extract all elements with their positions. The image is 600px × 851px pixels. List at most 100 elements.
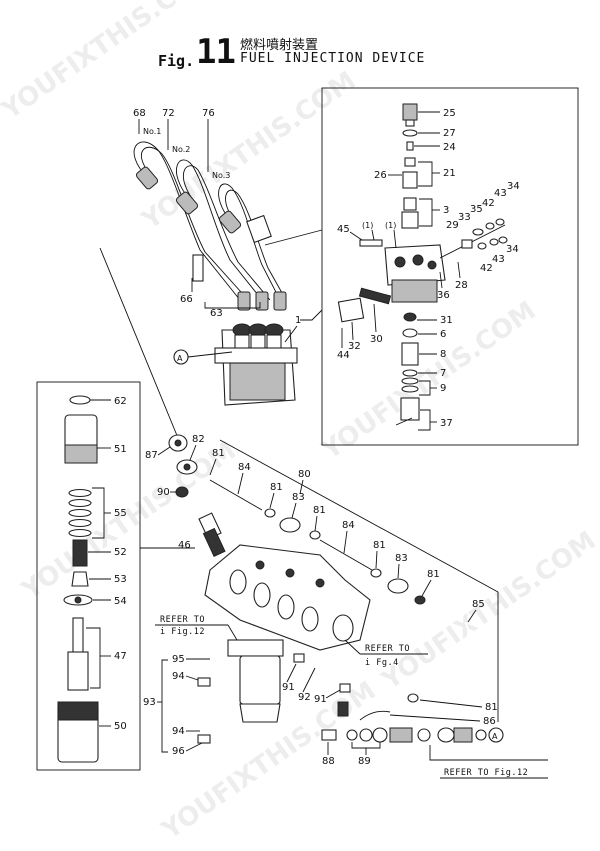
part-label-24: 24 [443,142,456,153]
part-label-1-paren-b: (1) [385,221,396,230]
part-label-43-upper: 43 [494,188,507,199]
part-label-37: 37 [440,418,453,429]
fitting-reference-a-marker [488,727,504,743]
part-label-91-b: 91 [314,694,327,705]
part-label-29: 29 [446,220,459,231]
part-label-86: 86 [483,716,496,727]
cylinder-head [204,544,371,651]
part-label-81-d: 81 [373,540,386,551]
part-label-81-e: 81 [427,569,440,580]
part-label-94-lower: 94 [172,726,185,737]
part-label-6: 6 [440,329,446,340]
part-label-87: 87 [145,450,158,461]
reference-letter-a-lower: A [492,732,498,741]
part-label-32: 32 [348,341,361,352]
part-label-92: 92 [298,692,311,703]
part-label-35: 35 [470,204,483,215]
part-label-50: 50 [114,721,127,732]
part-label-81-f: 81 [485,702,498,713]
figure-title-japanese: 燃料噴射装置 [240,38,319,53]
part-label-34-lower: 34 [506,244,519,255]
part-label-81-b: 81 [270,482,283,493]
part-label-76: 76 [202,108,215,119]
part-label-44: 44 [337,350,350,361]
part-label-46: 46 [178,540,191,551]
part-label-54: 54 [114,596,127,607]
fuel-filter-assembly [197,639,351,745]
reference-letter-a: A [177,354,183,363]
figure-prefix: Fig. [158,52,195,70]
injection-pipes [133,141,287,311]
part-label-80: 80 [298,469,311,480]
part-label-31: 31 [440,315,453,326]
watermark-text: YOUFIXTHIS.COM [136,66,362,237]
part-label-26: 26 [374,170,387,181]
part-label-72: 72 [162,108,175,119]
part-label-34-upper: 34 [507,181,520,192]
part-label-81-c: 81 [313,505,326,516]
installed-injector [198,512,226,557]
part-label-85: 85 [472,599,485,610]
refer-to-fig12-line2: i Fig.12 [160,627,205,637]
part-label-43-lower: 43 [492,254,505,265]
pump-detail-frame [321,87,579,446]
injector-exploded-parts [57,395,99,763]
part-label-45: 45 [337,224,350,235]
refer-to-fig4-line2: i Fg.4 [365,658,399,668]
pump-exploded-parts [337,103,508,426]
part-label-51: 51 [114,444,127,455]
part-label-27: 27 [443,128,456,139]
figure-title-english: FUEL INJECTION DEVICE [240,51,426,66]
part-label-53: 53 [114,574,127,585]
part-label-25: 25 [443,108,456,119]
part-label-88: 88 [322,756,335,767]
part-label-63: 63 [210,308,223,319]
figure-number: 11 [196,32,236,72]
part-label-84-a: 84 [238,462,251,473]
part-label-28: 28 [455,280,468,291]
refer-to-fig4-line1: REFER TO [365,644,410,654]
part-label-7: 7 [440,368,446,379]
banjo-fittings [321,701,487,743]
part-label-89: 89 [358,756,371,767]
part-label-95: 95 [172,654,185,665]
part-label-82: 82 [192,434,205,445]
part-label-30: 30 [370,334,383,345]
part-label-33: 33 [458,212,471,223]
pipe-label-no2: No.2 [172,145,190,154]
part-label-90: 90 [157,487,170,498]
injection-pump-assembly [214,323,298,406]
part-label-3: 3 [443,205,449,216]
part-label-36: 36 [437,290,450,301]
part-label-83-a: 83 [292,492,305,503]
part-label-42-lower: 42 [480,263,493,274]
part-label-1: 1 [295,315,301,326]
part-label-62: 62 [114,396,127,407]
part-label-42-upper: 42 [482,198,495,209]
pipe-label-no1: No.1 [143,127,161,136]
pipe-label-no3: No.3 [212,171,230,180]
part-label-9: 9 [440,383,446,394]
part-label-47: 47 [114,651,127,662]
part-label-84-b: 84 [342,520,355,531]
refer-to-fig12-line1: REFER TO [160,615,205,625]
part-label-55: 55 [114,508,127,519]
part-label-8: 8 [440,349,446,360]
part-label-91-a: 91 [282,682,295,693]
part-label-66: 66 [180,294,193,305]
part-label-68: 68 [133,108,146,119]
watermark-text: YOUFIXTHIS.COM [376,526,600,697]
part-label-96: 96 [172,746,185,757]
part-label-1-paren-a: (1) [362,221,373,230]
leader-line [99,247,179,439]
part-label-83-b: 83 [395,553,408,564]
part-label-21: 21 [443,168,456,179]
part-label-81-a: 81 [212,448,225,459]
injector-detail-frame [36,381,141,771]
part-label-94-upper: 94 [172,671,185,682]
leader-line [264,229,323,246]
part-label-93: 93 [143,697,156,708]
part-label-52: 52 [114,547,127,558]
